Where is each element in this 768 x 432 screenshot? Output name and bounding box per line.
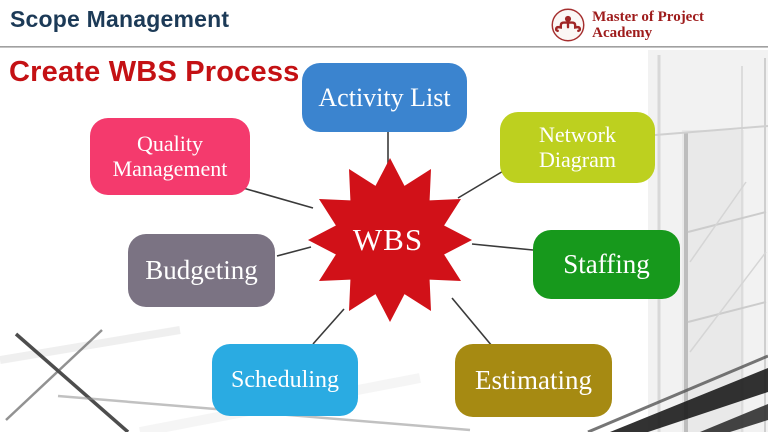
connector-estimating	[451, 297, 493, 347]
connector-network-diagram	[457, 169, 506, 199]
node-label: Staffing	[563, 249, 650, 280]
node-label: Estimating	[475, 365, 592, 396]
logo-text-line1: Master of Project	[592, 8, 704, 25]
node-staffing: Staffing	[533, 230, 680, 299]
connector-scheduling	[312, 308, 345, 345]
connector-budgeting	[276, 246, 312, 257]
slide-title: Create WBS Process	[9, 56, 300, 88]
logo-text-line2: Academy	[592, 25, 653, 41]
node-budgeting: Budgeting	[128, 234, 275, 307]
node-label: Quality Management	[112, 130, 228, 181]
node-activity-list: Activity List	[302, 63, 467, 132]
node-label: Activity List	[318, 82, 451, 112]
node-scheduling: Scheduling	[212, 344, 358, 416]
node-quality-management: Quality Management	[90, 118, 250, 195]
master-of-project-academy-logo-icon	[551, 8, 585, 42]
header-divider	[0, 46, 768, 48]
node-label: Budgeting	[145, 255, 258, 286]
wbs-label: WBS	[353, 222, 423, 257]
node-label: Network Diagram	[539, 121, 616, 172]
connector-quality-management	[242, 187, 314, 209]
logo-text: Master of Project Academy	[592, 9, 704, 41]
node-estimating: Estimating	[455, 344, 612, 417]
node-label: Scheduling	[231, 366, 339, 393]
logo: Master of Project Academy	[550, 7, 704, 43]
wbs-starburst	[308, 158, 472, 322]
connector-staffing	[471, 243, 534, 251]
node-network-diagram: Network Diagram	[500, 112, 655, 183]
connector-lines	[242, 132, 534, 347]
page-title: Scope Management	[10, 6, 230, 32]
